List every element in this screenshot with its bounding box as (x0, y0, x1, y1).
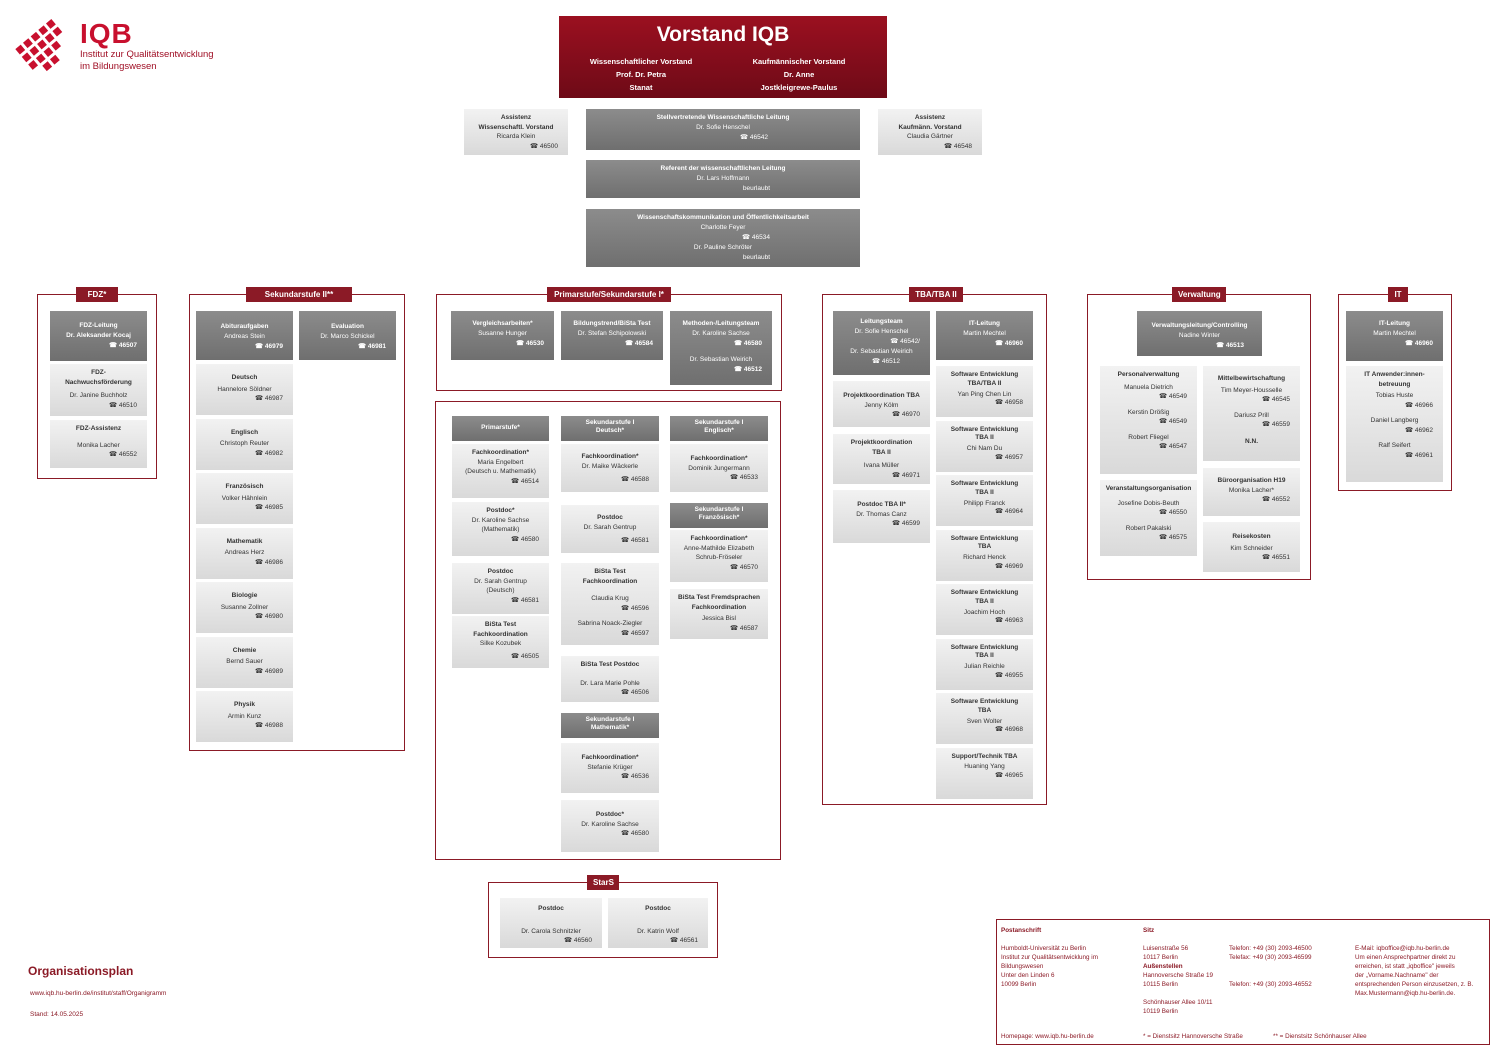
tba-postdoc-box: Postdoc TBA II*Dr. Thomas Canz46599 (833, 490, 930, 543)
orgplan-stand: Stand: 14.05.2025 (30, 1011, 84, 1018)
orgplan-url[interactable]: www.iqb.hu-berlin.de/institut/staff/Orga… (30, 990, 167, 997)
stv-leitung-box: Stellvertretende Wissenschaftliche Leitu… (586, 109, 860, 150)
deutsch-fach-box: Fachkoordination*Dr. Maike Wäckerle46588 (561, 444, 659, 492)
primarstufe-header: Primarstufe* (452, 416, 549, 441)
primar-postdoc1-box: Postdoc*Dr. Karoline Sachse(Mathematik)4… (452, 502, 549, 556)
wisskomm-box: Wissenschaftskommunikation und Öffentlic… (586, 209, 860, 267)
it-tag: IT (1388, 287, 1408, 302)
primar-fach-box: Fachkoordination*Maria Engelbert(Deutsch… (452, 444, 549, 498)
stars-tag: StarS (587, 875, 619, 890)
footnote-schoenhauser: ** = Dienstsitz Schönhauser Allee (1273, 1033, 1367, 1040)
email-link[interactable]: E-Mail: iqboffice@iqb.hu-berlin.de (1355, 945, 1450, 952)
mathe-postdoc-box: Postdoc*Dr. Karoline Sachse46580 (561, 800, 659, 852)
tba-tag: TBA/TBA II (909, 287, 963, 302)
fdz-tag: FDZ* (76, 287, 118, 302)
prim-frame-lower (435, 401, 781, 860)
orgplan-title: Organisationsplan (28, 964, 134, 978)
vorstand-title: Vorstand IQB (656, 23, 790, 46)
mathe-fach-box: Fachkoordination*Stefanie Krüger46536 (561, 743, 659, 793)
verw-tag: Verwaltung (1172, 287, 1226, 302)
footnote-hannoversche: * = Dienstsitz Hannoversche Straße (1143, 1033, 1243, 1040)
englisch-fach-box: Fachkoordination*Dominik Jungermann46533 (670, 444, 768, 492)
prim-tag: Primarstufe/Sekundarstufe I* (547, 287, 671, 302)
homepage-link[interactable]: Homepage: www.iqb.hu-berlin.de (1001, 1033, 1094, 1040)
iqb-logo-mark (15, 18, 63, 72)
sek2-tag: Sekundarstufe II** (246, 287, 352, 302)
vergleich-box: Vergleichsarbeiten*Susanne Hunger46530 (451, 311, 554, 360)
logo-title: IQB (80, 18, 133, 49)
vorstand-box: Vorstand IQB Wissenschaftlicher Vorstand… (559, 16, 887, 98)
franz-fach-box: Fachkoordination*Anne-Mathilde Elizabeth… (670, 530, 768, 582)
